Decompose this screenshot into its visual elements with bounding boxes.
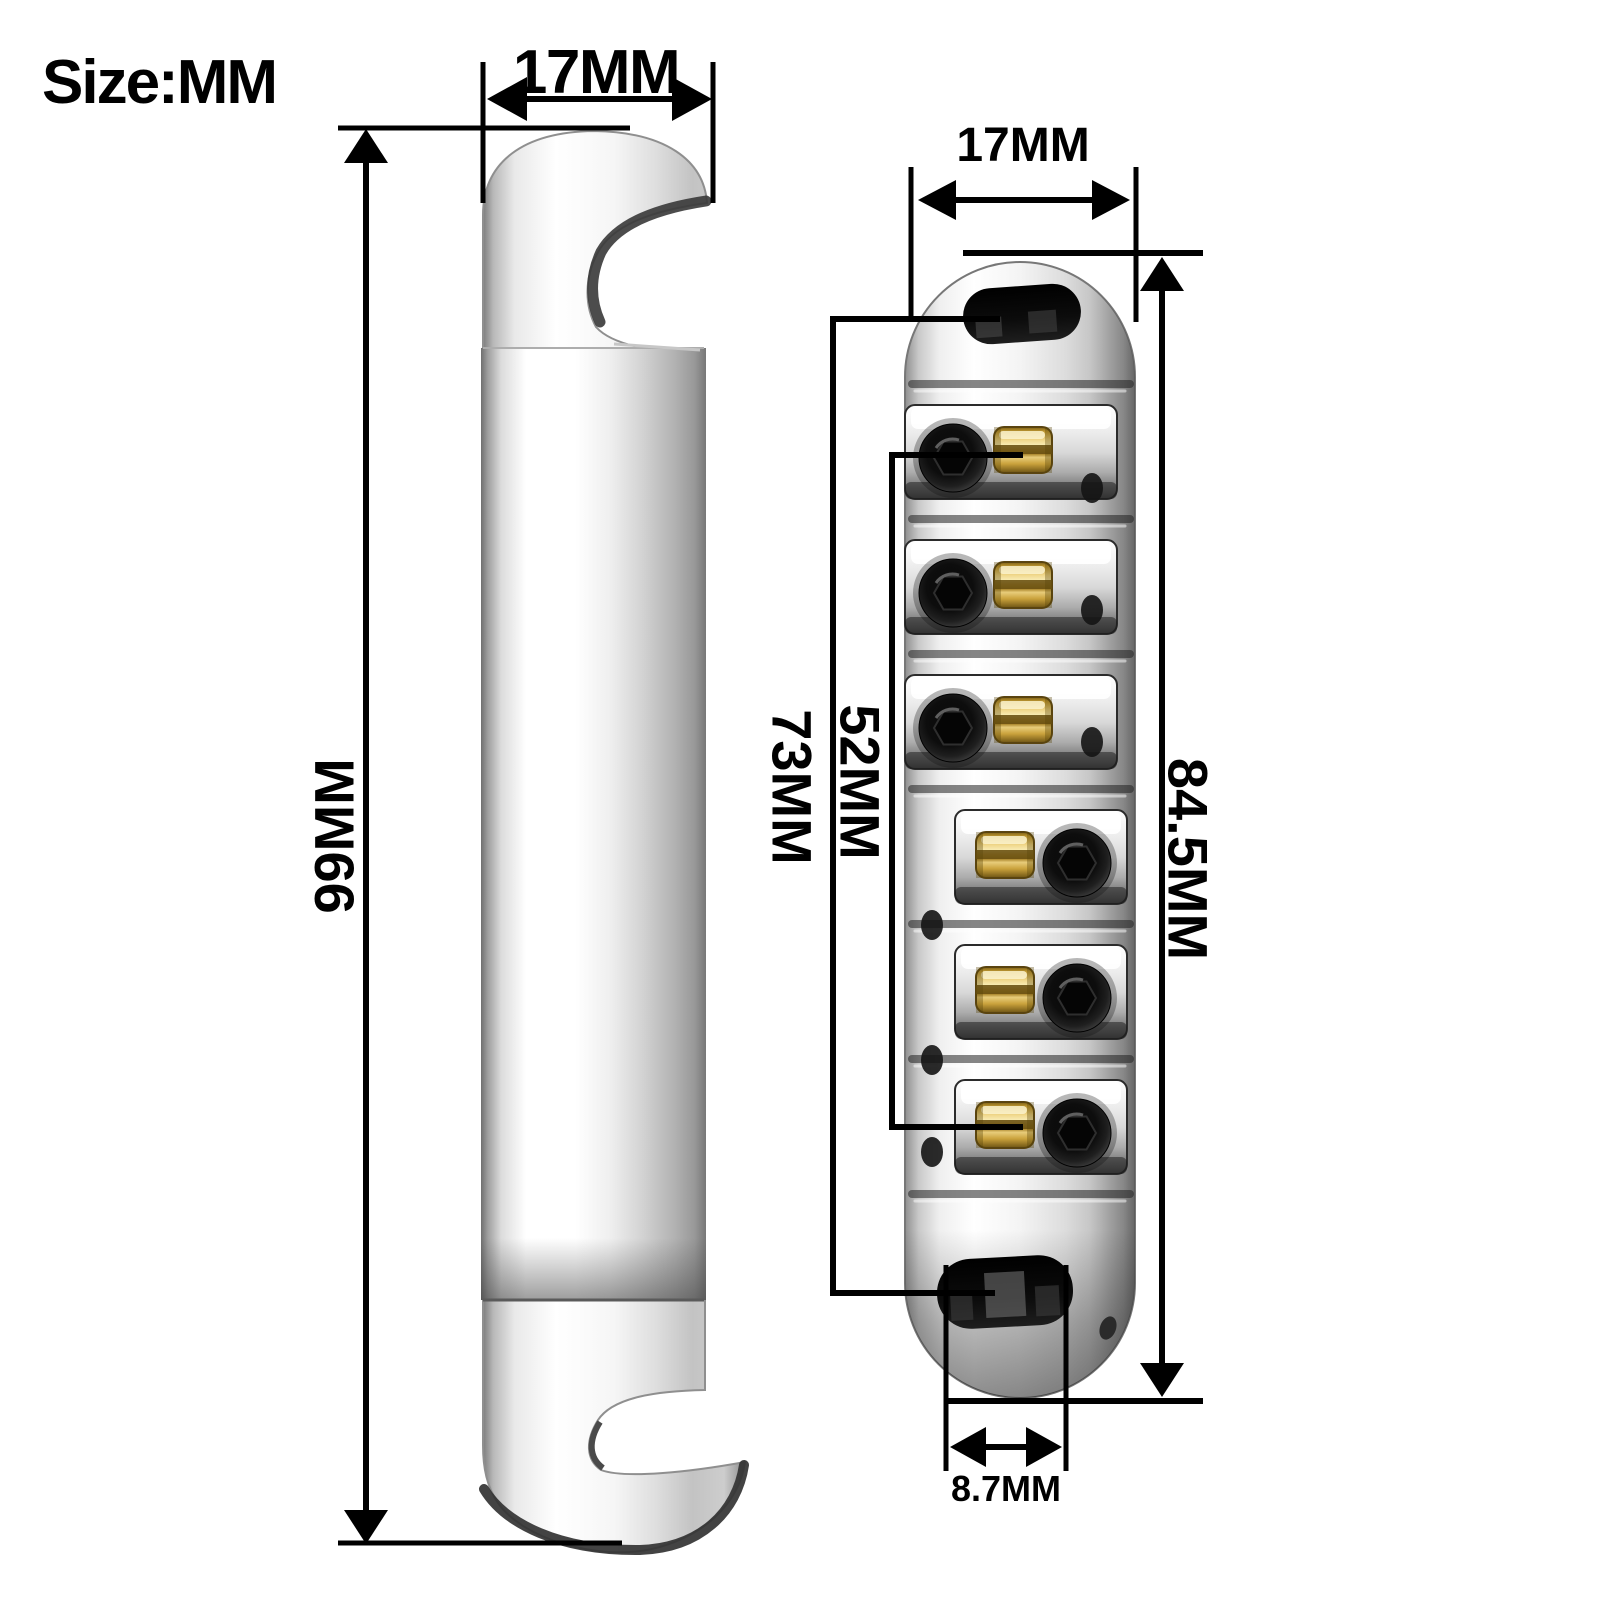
bridge-height-label: 84.5MM [1156,758,1219,960]
bridge-saddle-span-label: 52MM [828,704,891,860]
bridge-width-label: 17MM [956,119,1089,172]
saddle-row-3 [903,673,1119,771]
tailpiece-stud-cylinder [481,348,706,1300]
pivot-screws [921,473,1103,1167]
saddle-row-5 [953,943,1129,1041]
top-post-slot [963,283,1081,345]
bridge-image [903,261,1136,1399]
saddle-row-4 [953,808,1129,906]
tailpiece-height-dimension [338,125,630,1546]
bridge-height-dimension [947,250,1203,1404]
size-unit-label: Size:MM [42,48,276,117]
bridge-slot-width-label: 8.7MM [951,1468,1061,1509]
tailpiece-image [479,129,749,1556]
bridge-post-spacing-label: 73MM [760,709,823,865]
bridge-slot-width-dimension [943,1265,1069,1471]
bridge-saddle-span-dimension [889,452,1023,1130]
base-crevices [908,380,1134,1203]
tailpiece-height-label: 99MM [303,758,366,914]
bridge-width-dimension [908,167,1139,322]
tailpiece-width-dimension [480,62,716,203]
tailpiece-width-label: 17MM [513,38,679,107]
top-hook-lip-edge [587,195,712,328]
bottom-post-slot [936,1255,1074,1329]
bridge-post-spacing-dimension [830,316,1000,1296]
bottom-hook-lip-edge [479,1460,749,1556]
